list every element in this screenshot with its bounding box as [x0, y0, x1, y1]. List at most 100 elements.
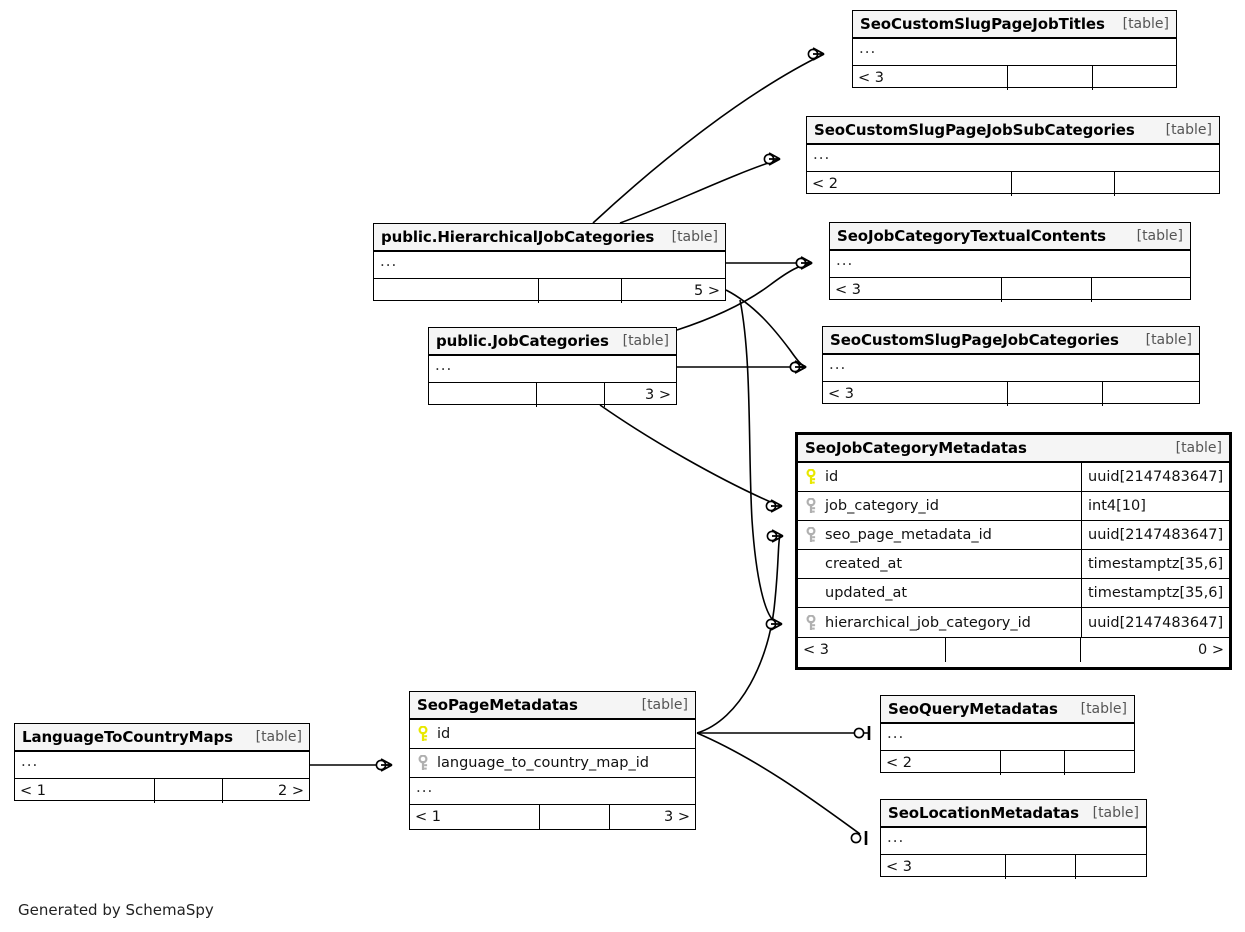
- table-more-columns-row[interactable]: ...: [853, 39, 1176, 65]
- column-type-cell: uuid[2147483647]: [1081, 608, 1229, 637]
- table-more-columns-row[interactable]: ...: [429, 356, 676, 382]
- footer-children-count: [1076, 855, 1146, 879]
- table-kind-label: [table]: [641, 697, 688, 713]
- table-columns-seo_location_metadatas: ...: [881, 828, 1146, 854]
- table-node-seo_custom_slug_page_job_sub_categories[interactable]: SeoCustomSlugPageJobSubCategories [table]…: [806, 116, 1220, 196]
- table-footer-seo_query_metadatas: < 2: [881, 750, 1134, 775]
- footer-middle-cell: [1001, 751, 1065, 775]
- footer-children-count: 0 >: [1198, 642, 1224, 658]
- foreign-key-icon: [416, 755, 430, 771]
- table-header-seo_custom_slug_page_job_titles: SeoCustomSlugPageJobTitles [table]: [853, 11, 1176, 39]
- table-columns-public_job_categories: ...: [429, 356, 676, 382]
- footer-parents-count: < 3: [798, 638, 946, 662]
- table-kind-label: [table]: [1165, 122, 1212, 138]
- table-title: SeoCustomSlugPageJobTitles: [860, 15, 1105, 33]
- relationship-edge-spm-to-metadatas-seo-page: [696, 529, 784, 734]
- table-header-seo_location_metadatas: SeoLocationMetadatas[table]: [881, 800, 1146, 828]
- primary-key-icon: [416, 726, 430, 742]
- table-header-seo_job_category_metadatas: SeoJobCategoryMetadatas[table]: [798, 435, 1229, 463]
- footer-middle-cell: [1012, 172, 1115, 196]
- footer-parents-count: < 3: [853, 66, 1008, 90]
- column-type-cell: uuid[2147483647]: [1081, 521, 1229, 549]
- footer-middle-cell: [540, 805, 610, 829]
- footer-children-count: 2 >: [278, 783, 304, 799]
- footer-children-count: [1092, 278, 1190, 302]
- column-type-cell: timestamptz[35,6]: [1081, 550, 1229, 578]
- column-name-cell: language_to_country_map_id: [410, 755, 695, 771]
- table-node-public_job_categories[interactable]: public.JobCategories[table]...3 >: [428, 327, 677, 407]
- table-node-seo_location_metadatas[interactable]: SeoLocationMetadatas[table]...< 3: [880, 799, 1147, 879]
- table-row[interactable]: updated_at timestamptz[35,6]: [798, 579, 1229, 608]
- table-header-seo_custom_slug_page_job_categories: SeoCustomSlugPageJobCategories[table]: [823, 327, 1199, 355]
- table-title: LanguageToCountryMaps: [22, 728, 233, 746]
- foreign-key-icon: [804, 527, 818, 543]
- relationship-edge-hjc-to-slug-job-titles: [592, 47, 825, 224]
- table-row[interactable]: seo_page_metadata_id uuid[2147483647]: [798, 521, 1229, 550]
- table-footer-seo_custom_slug_page_job_sub_categories: < 2: [807, 171, 1219, 196]
- table-more-columns-row[interactable]: ...: [830, 251, 1190, 277]
- column-name-cell: seo_page_metadata_id: [798, 527, 1081, 543]
- table-more-columns-row[interactable]: ...: [881, 828, 1146, 854]
- table-more-columns-row[interactable]: ...: [374, 252, 725, 278]
- table-row[interactable]: id: [410, 720, 695, 749]
- table-columns-seo_job_category_textual_contents: ...: [830, 251, 1190, 277]
- footer-middle-cell: [1008, 66, 1093, 90]
- table-title: SeoJobCategoryTextualContents: [837, 227, 1107, 245]
- table-node-seo_custom_slug_page_job_categories[interactable]: SeoCustomSlugPageJobCategories[table]...…: [822, 326, 1200, 406]
- column-name-cell: id: [410, 726, 695, 742]
- table-footer-public_hierarchical_job_categories: 5 >: [374, 278, 725, 303]
- table-footer-seo_job_category_textual_contents: < 3: [830, 277, 1190, 302]
- footer-middle-cell: [155, 779, 223, 803]
- table-columns-language_to_country_maps: ...: [15, 752, 309, 778]
- table-footer-public_job_categories: 3 >: [429, 382, 676, 407]
- table-more-columns-row[interactable]: ...: [15, 752, 309, 778]
- footer-children-count: [1103, 382, 1199, 406]
- column-name-cell: hierarchical_job_category_id: [798, 614, 1081, 631]
- footer-children-count: [1115, 172, 1219, 196]
- table-columns-seo_page_metadatas: id language_to_country_map_id...: [410, 720, 695, 804]
- footer-children-count: [1093, 66, 1176, 90]
- table-title: SeoCustomSlugPageJobSubCategories: [814, 121, 1135, 139]
- table-more-columns-row[interactable]: ...: [807, 145, 1219, 171]
- table-header-seo_custom_slug_page_job_sub_categories: SeoCustomSlugPageJobSubCategories [table]: [807, 117, 1219, 145]
- column-name-cell: created_at: [798, 556, 1081, 572]
- table-row[interactable]: created_at timestamptz[35,6]: [798, 550, 1229, 579]
- column-type-cell: timestamptz[35,6]: [1081, 579, 1229, 607]
- table-kind-label: [table]: [1122, 16, 1169, 32]
- table-node-seo_custom_slug_page_job_titles[interactable]: SeoCustomSlugPageJobTitles [table]...< 3: [852, 10, 1177, 90]
- table-row[interactable]: hierarchical_job_category_id uuid[2147483…: [798, 608, 1229, 637]
- table-more-columns-row[interactable]: ...: [410, 778, 695, 804]
- table-node-seo_job_category_textual_contents[interactable]: SeoJobCategoryTextualContents [table]...<…: [829, 222, 1191, 302]
- column-name-text: seo_page_metadata_id: [825, 527, 992, 543]
- table-node-seo_query_metadatas[interactable]: SeoQueryMetadatas[table]...< 2: [880, 695, 1135, 775]
- table-row[interactable]: language_to_country_map_id: [410, 749, 695, 778]
- footer-middle-cell: [539, 279, 622, 303]
- relationship-edge-ltcm-to-spm: [310, 758, 393, 772]
- column-name-text: created_at: [825, 556, 903, 572]
- table-more-columns-row[interactable]: ...: [823, 355, 1199, 381]
- table-title: SeoCustomSlugPageJobCategories: [830, 331, 1119, 349]
- footer-middle-cell: [1002, 278, 1092, 302]
- table-kind-label: [table]: [1136, 228, 1183, 244]
- column-name-text: hierarchical_job_category_id: [825, 614, 1031, 631]
- table-title: SeoPageMetadatas: [417, 696, 578, 714]
- table-kind-label: [table]: [622, 333, 669, 349]
- foreign-key-icon: [804, 498, 818, 514]
- primary-key-icon: [804, 469, 818, 485]
- table-kind-label: [table]: [1092, 805, 1139, 821]
- table-more-columns-row[interactable]: ...: [881, 724, 1134, 750]
- footer-children-count: 3 >: [645, 387, 671, 403]
- footer-children-count: 3 >: [664, 809, 690, 825]
- column-name-text: language_to_country_map_id: [437, 755, 649, 771]
- table-node-public_hierarchical_job_categories[interactable]: public.HierarchicalJobCategories[table].…: [373, 223, 726, 303]
- footer-parents-count: < 2: [881, 751, 1001, 775]
- footer-parents-count: < 3: [823, 382, 1008, 406]
- table-node-seo_page_metadatas[interactable]: SeoPageMetadatas [table] id language_to_cou…: [409, 691, 696, 830]
- column-name-text: updated_at: [825, 585, 908, 601]
- column-name-text: id: [825, 469, 839, 485]
